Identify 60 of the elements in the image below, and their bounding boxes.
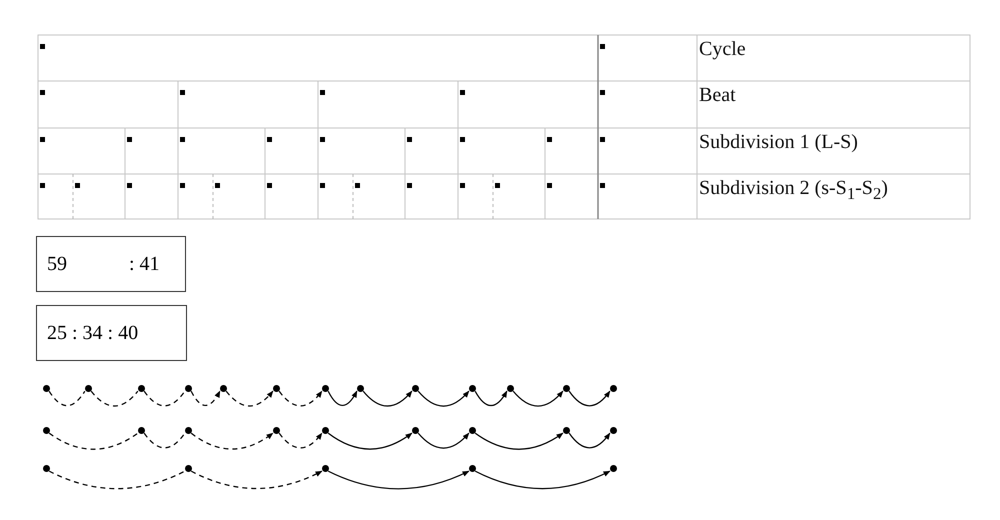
row-label: Beat [699,84,736,106]
onset-dot [562,384,570,392]
onset-dot [138,426,144,434]
onset-dot [412,426,418,434]
curved-arrow [328,390,358,406]
onset-dot [272,384,280,392]
onset-dot [184,464,192,472]
onset-dot [220,384,226,392]
curved-line [48,390,86,406]
onset-dot [562,426,570,434]
curved-arrow [474,470,610,490]
onset-dot [42,426,50,434]
curved-arrow [474,432,564,450]
row-label: Subdivision 1 (L-S) [699,131,858,153]
onset-dot [322,464,328,472]
ratio-text: 25 : 34 : 40 [47,322,138,344]
ratio-text: 59 [47,253,67,275]
onset-dot [42,464,50,472]
curved-arrow [190,390,220,406]
curved-line [144,390,186,406]
onset-dot [84,384,92,392]
onset-dot [322,384,328,392]
onset-dot [184,384,192,392]
curved-arrow [328,432,412,450]
curved-line [90,390,138,406]
onset-dot [412,384,418,392]
onset-dot [610,384,616,392]
curved-arrow [278,390,322,406]
curved-arrow [512,390,564,407]
row-label: Cycle [699,38,746,60]
curved-line [144,432,186,448]
curved-arrow [568,432,610,448]
onset-dot [506,384,514,392]
curved-arrow [226,390,274,406]
onset-dot [610,464,616,472]
ratio-text: : 41 [129,253,160,275]
onset-dot [42,384,50,392]
onset-dot [138,384,144,392]
ratio-box [36,236,186,292]
onset-dot [468,426,476,434]
ratio-box [36,305,187,361]
curved-arrow [568,390,610,406]
curved-arrow [190,432,274,450]
onset-dot [322,426,328,434]
curved-arrow [278,432,322,448]
onset-dot [272,426,280,434]
curved-arrow [418,390,470,407]
onset-dot [468,464,476,472]
onset-dot [356,384,364,392]
curved-arrow [362,390,412,407]
onset-dot [184,426,192,434]
curved-arrow [328,470,470,490]
onset-dot [468,384,476,392]
curved-arrow [418,432,470,449]
onset-dot [610,426,616,434]
curved-line [48,470,186,490]
row-label: Subdivision 2 (s-S$_{1}$-S$_{2}$) [699,177,888,205]
curved-line [48,432,138,450]
curved-arrow [190,470,322,490]
curved-arrow [474,390,508,406]
